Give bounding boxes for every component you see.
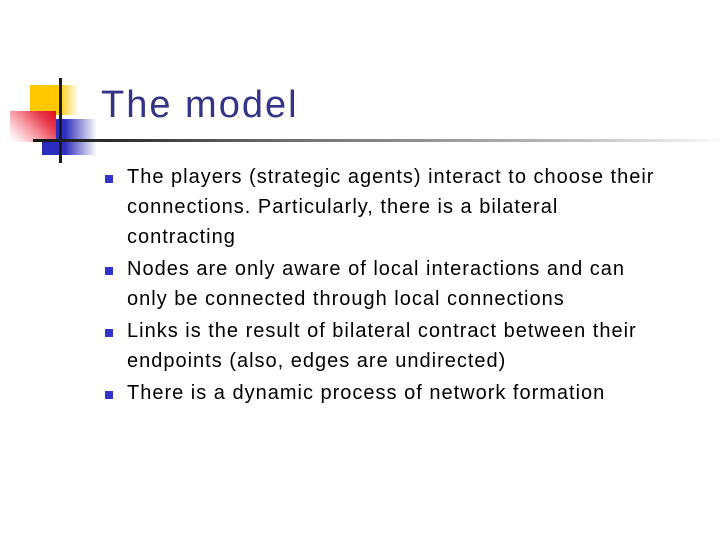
bullet-text: Nodes are only aware of local interactio… <box>127 258 626 310</box>
bullet-item: Links is the result of bilateral contrac… <box>104 316 710 376</box>
bullet-square-icon <box>105 267 113 275</box>
bullet-square-icon <box>105 175 113 183</box>
decor-red-square <box>10 111 56 142</box>
bullet-item: Nodes are only aware of local interactio… <box>104 254 710 314</box>
decor-vertical-line <box>59 78 62 163</box>
bullet-square-icon <box>105 329 113 337</box>
bullet-text: The players (strategic agents) interact … <box>127 166 655 248</box>
bullet-text: There is a dynamic process of network fo… <box>127 382 606 404</box>
page-title: The model <box>101 84 299 126</box>
bullet-item: The players (strategic agents) interact … <box>104 162 710 252</box>
decor-yellow-square <box>30 85 78 115</box>
bullet-square-icon <box>105 391 113 399</box>
title-underline <box>33 139 720 142</box>
bullet-list: The players (strategic agents) interact … <box>104 162 710 410</box>
bullet-item: There is a dynamic process of network fo… <box>104 378 710 408</box>
bullet-text: Links is the result of bilateral contrac… <box>127 320 637 372</box>
